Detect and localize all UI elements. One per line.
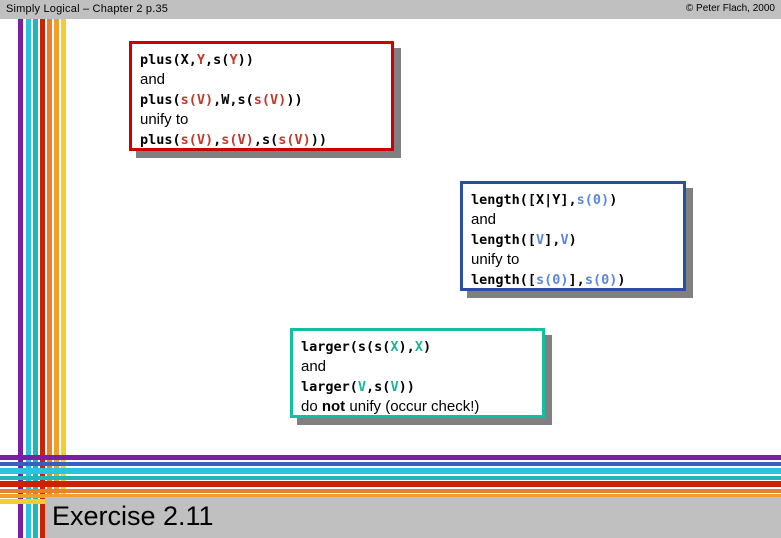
code-term-highlighted: s(0) xyxy=(536,272,569,288)
connective-text: and xyxy=(301,358,327,375)
code-term: length([ xyxy=(471,232,537,248)
normal-text: do xyxy=(301,398,322,415)
code-term: )) xyxy=(310,132,327,148)
connective-text: unify to xyxy=(471,251,520,268)
code-term: ,W,s( xyxy=(213,92,254,108)
code-term: larger(s(s( xyxy=(301,339,391,355)
code-line: plus(X,Y,s(Y)) xyxy=(140,50,383,70)
vertical-stripe-purple xyxy=(18,19,23,538)
code-term: ], xyxy=(544,232,561,248)
code-line: length([s(0)],s(0)) xyxy=(471,270,675,290)
code-term-highlighted: s(V) xyxy=(278,132,311,148)
vertical-stripe-red xyxy=(40,19,45,538)
code-line: length([X|Y],s(0)) xyxy=(471,190,675,210)
vertical-stripe-orange xyxy=(47,19,52,538)
emphasis-text: not xyxy=(321,398,346,415)
page-title: Exercise 2.11 xyxy=(52,501,214,531)
connective-text: and xyxy=(471,211,497,228)
horizontal-stripe-purple xyxy=(0,455,781,460)
normal-text: unify (occur check!) xyxy=(345,398,480,415)
code-term-highlighted: V xyxy=(357,379,367,395)
code-term: length([ xyxy=(471,272,537,288)
conclusion-text: do not unify (occur check!) xyxy=(301,397,534,417)
horizontal-stripe-teal xyxy=(0,476,781,480)
connective-text: unify to xyxy=(140,111,189,128)
code-term: ) xyxy=(609,192,618,208)
code-line: length([V],V) xyxy=(471,230,675,250)
horizontal-stripe-blue xyxy=(0,462,781,466)
header-bar xyxy=(0,0,781,19)
vertical-stripe-yellow xyxy=(61,19,66,538)
code-line: plus(s(V),s(V),s(s(V))) xyxy=(140,130,383,150)
horizontal-stripe-orange xyxy=(0,489,781,493)
code-term: ,s( xyxy=(253,132,279,148)
code-term: ], xyxy=(568,272,585,288)
code-term-highlighted: V xyxy=(536,232,545,248)
header-copyright: © Peter Flach, 2000 xyxy=(685,3,775,14)
code-term-highlighted: V xyxy=(560,232,569,248)
code-term: ,s( xyxy=(205,52,230,68)
code-term: )) xyxy=(286,92,303,108)
code-term-highlighted: Y xyxy=(229,52,238,68)
code-line: larger(V,s(V)) xyxy=(301,377,534,397)
horizontal-stripe-red xyxy=(0,481,781,487)
code-term-highlighted: Y xyxy=(196,52,206,68)
code-term: , xyxy=(213,132,222,148)
vertical-stripe-decoration xyxy=(0,19,66,538)
code-term: length([X|Y], xyxy=(471,192,577,208)
horizontal-stripe-cyan xyxy=(0,468,781,474)
code-term-highlighted: s(V) xyxy=(180,132,214,148)
code-line: larger(s(s(X),X) xyxy=(301,337,534,357)
code-term: ), xyxy=(398,339,415,355)
code-term: )) xyxy=(237,52,254,68)
code-term-highlighted: X xyxy=(414,339,423,355)
code-term-highlighted: s(0) xyxy=(576,192,610,208)
code-term: ) xyxy=(617,272,626,288)
code-term-highlighted: s(V) xyxy=(221,132,254,148)
code-term: plus(X, xyxy=(140,52,197,68)
code-term: ) xyxy=(422,339,432,355)
code-term: )) xyxy=(398,379,415,395)
code-term-highlighted: V xyxy=(390,379,399,395)
header-chapter-label: Simply Logical – Chapter 2 p.35 xyxy=(6,3,169,15)
code-term: ,s( xyxy=(366,379,391,395)
code-term-highlighted: X xyxy=(390,339,399,355)
vertical-stripe-cyan xyxy=(26,19,31,538)
connective-text: and xyxy=(140,71,166,88)
code-term-highlighted: s(V) xyxy=(253,92,287,108)
vertical-stripe-amber xyxy=(54,19,59,538)
code-line: plus(s(V),W,s(s(V))) xyxy=(140,90,383,110)
code-term: ) xyxy=(568,232,577,248)
title-band xyxy=(45,497,781,538)
code-term: plus( xyxy=(140,92,181,108)
code-term: plus( xyxy=(140,132,181,148)
code-term: larger( xyxy=(301,379,358,395)
vertical-stripe-teal xyxy=(33,19,38,538)
code-term-highlighted: s(0) xyxy=(584,272,618,288)
code-term-highlighted: s(V) xyxy=(180,92,214,108)
